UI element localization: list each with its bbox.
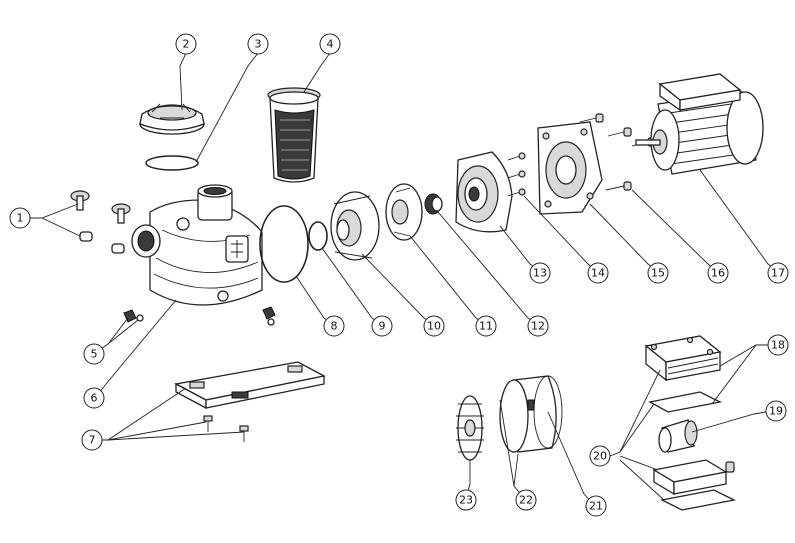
callout-12: 12	[527, 315, 549, 337]
housing-oring-part	[259, 205, 309, 283]
callout-11-label: 11	[479, 320, 493, 333]
terminal-base-gasket-part	[659, 489, 737, 511]
motor-bracket-part	[537, 121, 603, 215]
callout-9-label: 9	[379, 320, 386, 333]
callout-5-label: 5	[91, 348, 98, 361]
callout-3-label: 3	[255, 38, 262, 51]
callout-8: 8	[323, 315, 345, 337]
callout-5: 5	[83, 343, 105, 365]
callout-17-label: 17	[771, 267, 785, 280]
fan-cover-part	[499, 375, 563, 453]
callout-13-label: 13	[533, 267, 547, 280]
callout-7: 7	[81, 429, 103, 451]
lid-oring-part	[145, 155, 199, 171]
terminal-box-base-part	[652, 459, 735, 496]
callout-16-label: 16	[711, 267, 725, 280]
strainer-basket-part	[267, 87, 321, 183]
callout-18: 18	[767, 334, 789, 356]
motor-part	[635, 73, 764, 175]
drain-plug-parts	[123, 306, 276, 326]
pump-housing-part	[131, 184, 263, 306]
cooling-fan-part	[456, 395, 484, 461]
lid-knob-parts	[70, 190, 131, 254]
strainer-lid-part	[139, 103, 205, 135]
callout-7-label: 7	[89, 434, 96, 447]
callout-23-label: 23	[459, 494, 473, 507]
callout-20: 20	[589, 445, 611, 467]
callout-4: 4	[319, 33, 341, 55]
callout-3: 3	[247, 33, 269, 55]
callout-10-label: 10	[427, 320, 441, 333]
callout-22-label: 22	[519, 494, 533, 507]
callout-23: 23	[455, 489, 477, 511]
callout-13: 13	[529, 262, 551, 284]
callout-14-label: 14	[591, 267, 605, 280]
callout-21: 21	[585, 495, 607, 517]
callout-16: 16	[707, 262, 729, 284]
callout-14: 14	[587, 262, 609, 284]
callout-1: 1	[9, 207, 31, 229]
callout-22: 22	[515, 489, 537, 511]
callout-19-label: 19	[769, 405, 783, 418]
callout-17: 17	[767, 262, 789, 284]
capacitor-part	[658, 419, 698, 453]
terminal-box-lid-part	[644, 335, 722, 382]
callout-2-label: 2	[183, 38, 190, 51]
diffuser-oring-part	[308, 221, 328, 251]
callout-1-label: 1	[17, 212, 24, 225]
callout-18-label: 18	[771, 339, 785, 352]
callout-6: 6	[83, 387, 105, 409]
base-plate-part	[174, 361, 326, 442]
callout-20-label: 20	[593, 450, 607, 463]
impeller-part	[385, 183, 423, 241]
callout-8-label: 8	[331, 320, 338, 333]
callout-21-label: 21	[589, 500, 603, 513]
callout-19: 19	[765, 400, 787, 422]
callout-15-label: 15	[651, 267, 665, 280]
callout-6-label: 6	[91, 392, 98, 405]
callout-2: 2	[175, 33, 197, 55]
callout-15: 15	[647, 262, 669, 284]
seal-plate-screw-parts	[507, 152, 526, 197]
diffuser-part	[330, 191, 380, 261]
terminal-lid-gasket-part	[648, 391, 723, 413]
callout-9: 9	[371, 315, 393, 337]
callout-11: 11	[475, 315, 497, 337]
seal-plate-part	[455, 151, 513, 233]
callout-10: 10	[423, 315, 445, 337]
callout-4-label: 4	[327, 38, 334, 51]
callout-12-label: 12	[531, 320, 545, 333]
shaft-seal-part	[424, 193, 443, 215]
